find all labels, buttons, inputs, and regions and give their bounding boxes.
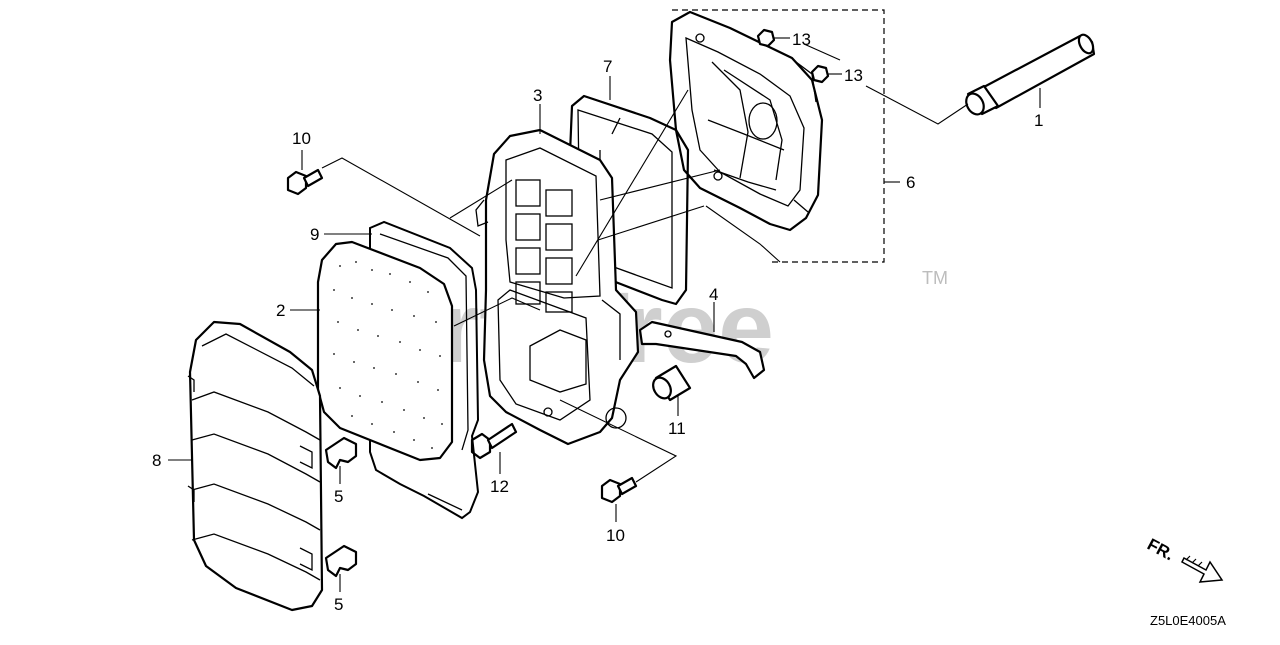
foam-texture bbox=[333, 261, 443, 449]
part-label-1: 1 bbox=[1034, 111, 1043, 130]
part-label-10-upper: 10 bbox=[292, 129, 311, 148]
part-label-2: 2 bbox=[276, 301, 285, 320]
reference-line bbox=[599, 169, 721, 201]
part-label-4: 4 bbox=[709, 285, 718, 304]
bolt-12 bbox=[470, 422, 518, 460]
clip-5-lower bbox=[324, 544, 358, 578]
part-label-6: 6 bbox=[906, 173, 915, 192]
part-label-3: 3 bbox=[533, 86, 542, 105]
bolt-path-line-b bbox=[559, 399, 678, 483]
part-label-9: 9 bbox=[310, 225, 319, 244]
part-label-13-upper: 13 bbox=[792, 30, 811, 49]
nut-13-lower bbox=[810, 64, 830, 84]
tube-routing-line bbox=[865, 85, 969, 125]
front-arrow-icon bbox=[1181, 555, 1224, 583]
part-label-5-upper: 5 bbox=[334, 487, 343, 506]
reference-line bbox=[575, 89, 689, 277]
part-label-11: 11 bbox=[668, 419, 686, 438]
part-label-12: 12 bbox=[490, 477, 509, 496]
reference-line bbox=[705, 205, 781, 263]
collar-11 bbox=[652, 364, 692, 402]
nut-13-upper bbox=[756, 28, 776, 48]
reference-line bbox=[449, 179, 513, 219]
gasket-9 bbox=[369, 220, 480, 520]
bolt-10-lower bbox=[600, 476, 638, 504]
reference-line bbox=[597, 205, 705, 241]
bolt-path-line-a bbox=[321, 157, 481, 237]
part-label-10-lower: 10 bbox=[606, 526, 625, 545]
front-direction-indicator: FR. bbox=[1144, 535, 1224, 583]
bolt-10-upper bbox=[286, 168, 324, 196]
part-label-5-lower: 5 bbox=[334, 595, 343, 614]
part-label-7: 7 bbox=[603, 57, 612, 76]
assembly-bracket bbox=[672, 9, 885, 263]
stay-bracket bbox=[638, 320, 766, 380]
diagram-code: Z5L0E4005A bbox=[1150, 613, 1226, 628]
clip-5-upper bbox=[324, 436, 358, 470]
filter-element bbox=[316, 240, 454, 462]
air-cleaner-cover bbox=[187, 320, 324, 612]
air-cleaner-frame bbox=[475, 128, 640, 446]
part-label-8: 8 bbox=[152, 451, 161, 470]
reference-line bbox=[453, 297, 541, 327]
front-direction-label: FR. bbox=[1144, 535, 1177, 565]
leader-line-13c bbox=[803, 43, 841, 61]
part-label-13-lower: 13 bbox=[844, 66, 863, 85]
breather-tube bbox=[965, 33, 1096, 116]
trademark-text: TM bbox=[922, 268, 948, 288]
